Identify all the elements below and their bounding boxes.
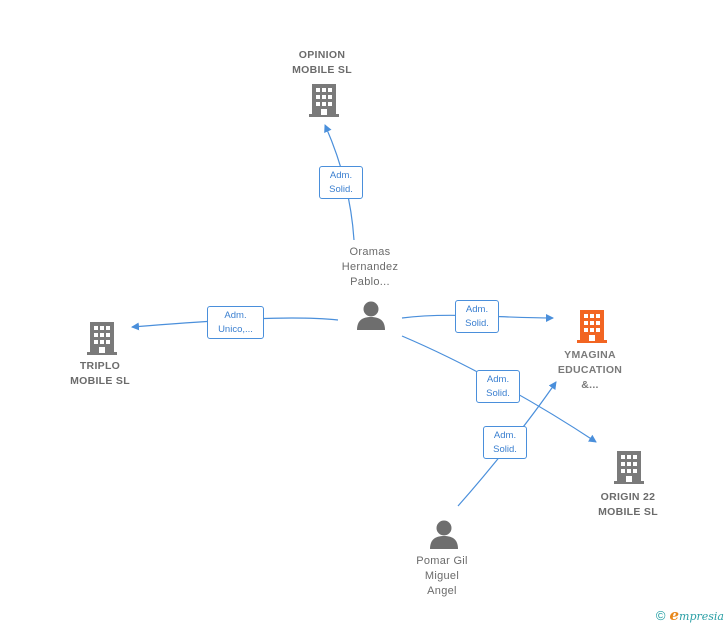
- person-label-oramas[interactable]: Oramas Hernandez Pablo...: [341, 246, 399, 288]
- building-icon-opinion[interactable]: [309, 84, 339, 117]
- company-label-ymagina[interactable]: YMAGINA EDUCATION &...: [557, 349, 623, 391]
- building-icon-ymagina[interactable]: [577, 310, 607, 343]
- empresia-logo-text: mpresia: [679, 610, 724, 623]
- company-label-opinion[interactable]: OPINION MOBILE SL: [292, 49, 352, 76]
- person-icon-oramas[interactable]: [357, 301, 385, 331]
- company-label-origin[interactable]: ORIGIN 22 MOBILE SL: [598, 491, 658, 518]
- edge-label-oramas-triplo[interactable]: Adm. Unico,...: [207, 306, 264, 339]
- edge-label-oramas-opinion[interactable]: Adm. Solid.: [319, 166, 363, 199]
- empresia-watermark: ©empresia: [656, 606, 724, 624]
- person-label-pomar[interactable]: Pomar Gil Miguel Angel: [416, 555, 468, 597]
- edge-label-pomar-ymagina[interactable]: Adm. Solid.: [483, 426, 527, 459]
- building-icon-triplo[interactable]: [87, 322, 117, 355]
- edge-label-oramas-origin[interactable]: Adm. Solid.: [476, 370, 520, 403]
- building-icon-origin[interactable]: [614, 451, 644, 484]
- person-icon-pomar[interactable]: [430, 520, 458, 550]
- copyright-symbol: ©: [655, 608, 666, 623]
- company-label-triplo[interactable]: TRIPLO MOBILE SL: [70, 360, 130, 387]
- edge-label-oramas-ymagina[interactable]: Adm. Solid.: [455, 300, 499, 333]
- empresia-logo-initial: e: [669, 606, 680, 624]
